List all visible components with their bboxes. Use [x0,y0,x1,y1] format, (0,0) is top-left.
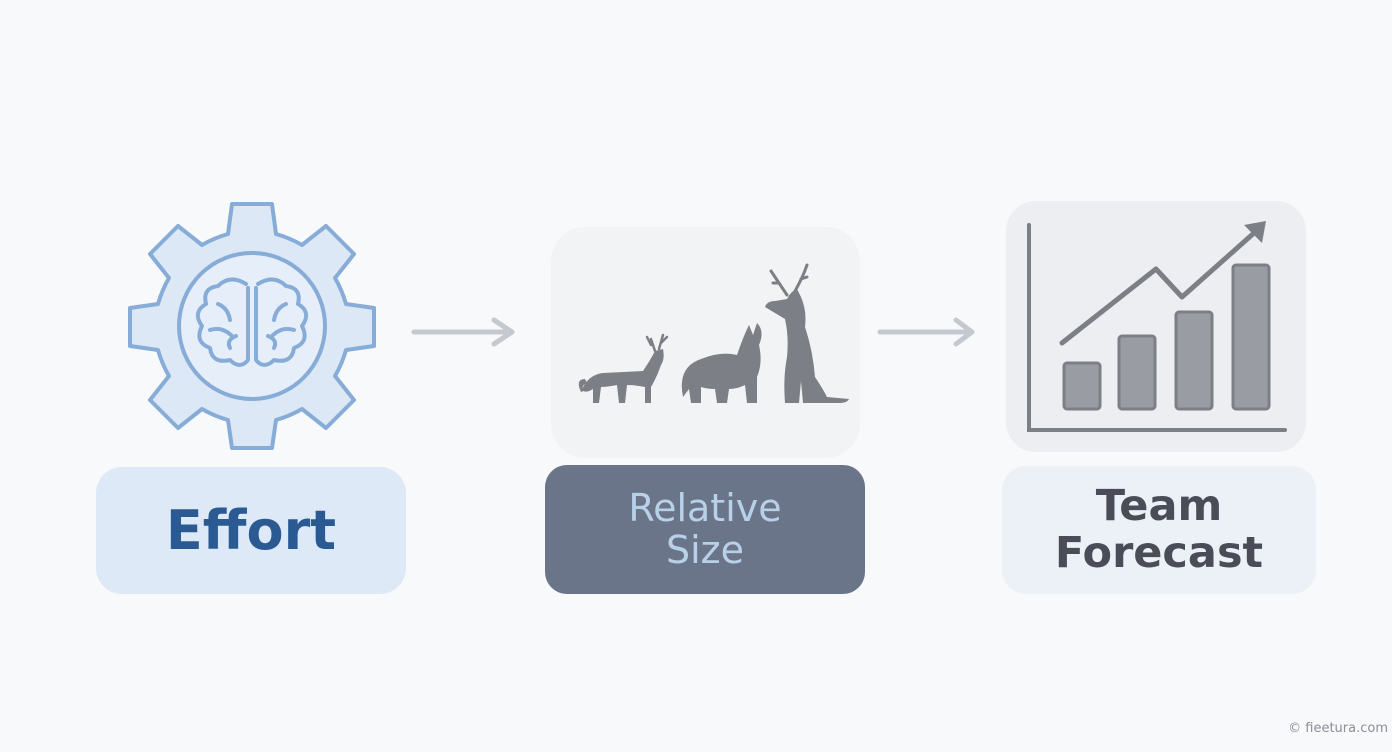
medium-animal-icon [681,323,762,403]
growth-chart-icon [1027,221,1287,432]
animals-card [551,227,860,458]
animals-icon [578,263,849,403]
brain-icon [195,277,309,367]
chart-card [1006,201,1306,452]
team-forecast-label-box: Team Forecast [1002,466,1316,594]
relative-size-label: Relative Size [628,488,781,570]
team-forecast-line-2: Forecast [1054,528,1264,578]
team-forecast-line-1: Team [1095,480,1223,531]
relative-size-line-1: Relative [628,486,782,531]
chart-bar-1 [1062,361,1102,411]
chart-bar-3 [1174,310,1214,411]
watermark: © fieetura.com [1288,721,1388,736]
large-animal-icon [765,263,849,403]
chart-bar-2 [1117,334,1157,411]
chart-bar-4 [1231,263,1271,411]
relative-size-line-2: Size [665,527,744,572]
team-forecast-label: Team Forecast [1054,480,1264,578]
chart-axes [1027,223,1287,432]
arrow-right-icon [877,317,975,347]
arrow-right-icon [411,317,515,347]
trend-line [1059,230,1257,346]
effort-label-box: Effort [96,467,406,594]
effort-label: Effort [165,499,337,562]
relative-size-label-box: Relative Size [545,465,865,594]
small-animal-icon [578,333,669,403]
gear-inner-ring [177,251,327,401]
gear-brain-icon [128,202,376,450]
trend-arrowhead [1244,221,1266,243]
